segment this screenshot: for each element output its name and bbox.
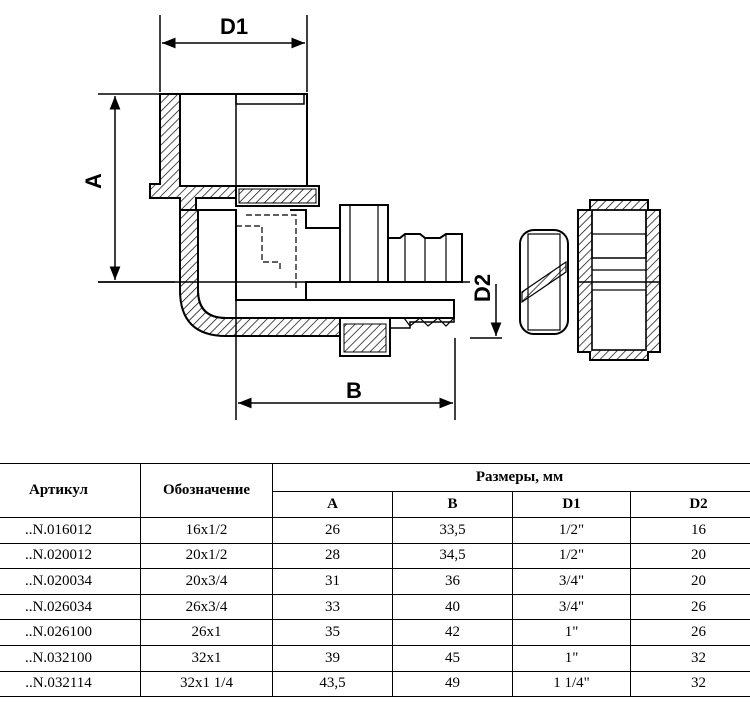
table-row: ..N.020034 20x3/4 31 36 3/4" 20 <box>0 568 750 595</box>
header-d2: D2 <box>629 491 750 518</box>
cell-d2: 32 <box>629 644 750 672</box>
table-row: ..N.032100 32x1 39 45 1" 32 <box>0 644 750 672</box>
cell-a: 33 <box>272 593 393 621</box>
cell-designation: 20x1/2 <box>140 542 273 570</box>
cell-d2: 20 <box>629 568 750 595</box>
compression-nut <box>577 199 661 361</box>
spec-table: Артикул Обозначение Размеры, мм A B D1 D… <box>0 463 750 698</box>
cell-article: ..N.032100 <box>0 644 141 672</box>
cell-designation: 16x1/2 <box>140 517 273 544</box>
cell-article: ..N.026034 <box>0 593 141 621</box>
dimension-d1: D1 <box>159 14 308 92</box>
cell-b: 42 <box>392 619 513 646</box>
cell-designation: 26x3/4 <box>140 593 273 621</box>
cell-d2: 20 <box>629 542 750 570</box>
fitting-technical-drawing: D1 A <box>81 14 661 420</box>
cell-d2: 26 <box>629 593 750 621</box>
table-row: ..N.026100 26x1 35 42 1" 26 <box>0 619 750 646</box>
table-row: ..N.026034 26x3/4 33 40 3/4" 26 <box>0 593 750 621</box>
cell-d1: 3/4" <box>512 568 631 595</box>
header-designation: Обозначение <box>140 463 273 518</box>
cell-b: 36 <box>392 568 513 595</box>
header-article: Артикул <box>0 463 141 518</box>
cell-d1: 1" <box>512 644 631 672</box>
cell-d2: 16 <box>629 517 750 544</box>
cell-article: ..N.026100 <box>0 619 141 646</box>
cell-article: ..N.020034 <box>0 568 141 595</box>
table-row: ..N.016012 16x1/2 26 33,5 1/2" 16 <box>0 517 750 544</box>
dimension-label-a: A <box>81 173 106 189</box>
cell-a: 31 <box>272 568 393 595</box>
cell-d2: 26 <box>629 619 750 646</box>
split-ring <box>519 229 569 335</box>
dimension-label-d2: D2 <box>470 274 495 302</box>
spec-table-container: Артикул Обозначение Размеры, мм A B D1 D… <box>0 463 750 708</box>
header-b: B <box>392 491 513 518</box>
cell-d1: 3/4" <box>512 593 631 621</box>
header-a: A <box>272 491 393 518</box>
cell-a: 39 <box>272 644 393 672</box>
cell-d1: 1 1/4" <box>512 670 631 698</box>
cell-article: ..N.016012 <box>0 517 141 544</box>
cell-b: 40 <box>392 593 513 621</box>
cell-b: 49 <box>392 670 513 698</box>
table-row: ..N.032114 32x1 1/4 43,5 49 1 1/4" 32 <box>0 670 750 698</box>
dimension-label-d1: D1 <box>220 14 248 39</box>
cell-b: 33,5 <box>392 517 513 544</box>
cell-d2: 32 <box>629 670 750 698</box>
cell-designation: 26x1 <box>140 619 273 646</box>
cell-a: 26 <box>272 517 393 544</box>
cell-d1: 1/2" <box>512 517 631 544</box>
cell-article: ..N.032114 <box>0 670 141 698</box>
table-row: ..N.020012 20x1/2 28 34,5 1/2" 20 <box>0 542 750 570</box>
header-dimensions: Размеры, мм <box>271 463 750 492</box>
cell-a: 43,5 <box>272 670 393 698</box>
cell-designation: 32x1 1/4 <box>140 670 273 698</box>
cell-a: 28 <box>272 542 393 570</box>
dimension-d2: D2 <box>470 274 502 339</box>
cell-d1: 1" <box>512 619 631 646</box>
dimension-label-b: B <box>346 378 362 403</box>
dimension-b: B <box>235 300 456 420</box>
header-d1: D1 <box>512 491 631 518</box>
cell-b: 34,5 <box>392 542 513 570</box>
cell-b: 45 <box>392 644 513 672</box>
cell-article: ..N.020012 <box>0 542 141 570</box>
cell-d1: 1/2" <box>512 542 631 570</box>
cell-designation: 20x3/4 <box>140 568 273 595</box>
cell-a: 35 <box>272 619 393 646</box>
cell-designation: 32x1 <box>140 644 273 672</box>
elbow-body <box>149 93 463 357</box>
